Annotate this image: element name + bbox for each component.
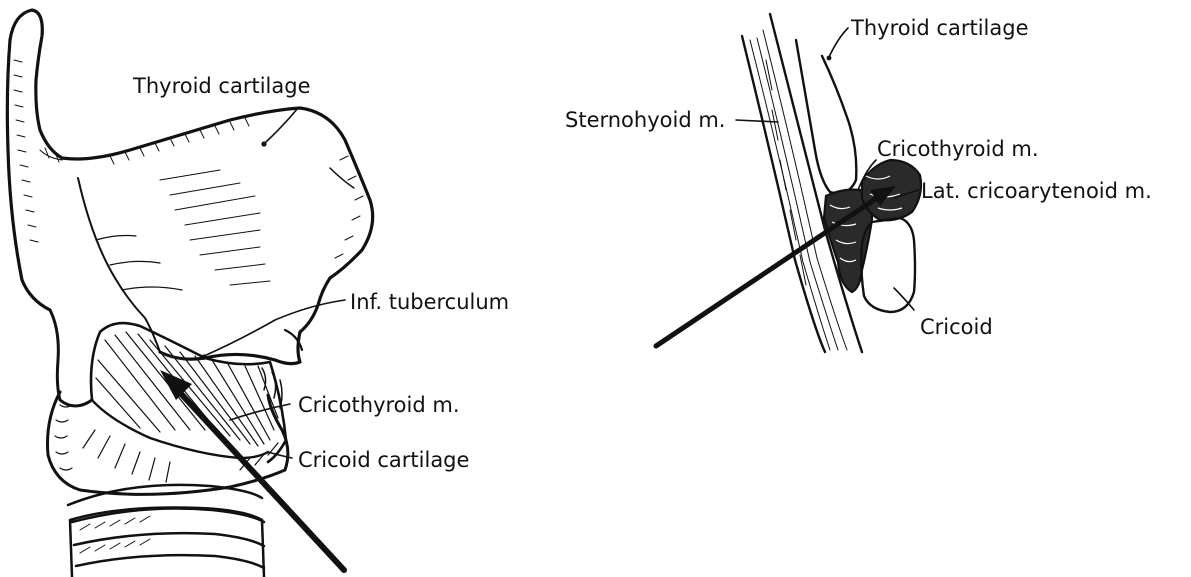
- tuberculum-dot: [201, 354, 206, 359]
- thyroid-cartilage: [7, 10, 372, 406]
- label-cricoid-cartilage: Cricoid cartilage: [298, 448, 469, 472]
- label-thyroid-cartilage-left: Thyroid cartilage: [132, 74, 311, 98]
- label-thyroid-cartilage-right: Thyroid cartilage: [850, 16, 1029, 40]
- label-cricothyroid-m-left: Cricothyroid m.: [298, 393, 460, 417]
- trachea-rings: [68, 485, 264, 577]
- sternohyoid-muscle: [742, 14, 862, 352]
- label-sternohyoid-m: Sternohyoid m.: [565, 108, 725, 132]
- thyroid-dot-left: [261, 141, 266, 146]
- right-section-figure: [656, 14, 921, 352]
- label-cricoid: Cricoid: [920, 315, 993, 339]
- cricothyroid-muscle-left: [91, 323, 286, 462]
- label-inf-tuberculum: Inf. tuberculum: [350, 290, 509, 314]
- label-cricothyroid-m-right: Cricothyroid m.: [877, 137, 1039, 161]
- thyroid-lamina-right: [796, 40, 856, 194]
- label-lat-cricoarytenoid-m: Lat. cricoarytenoid m.: [921, 179, 1152, 203]
- thyroid-dot-right: [827, 56, 832, 61]
